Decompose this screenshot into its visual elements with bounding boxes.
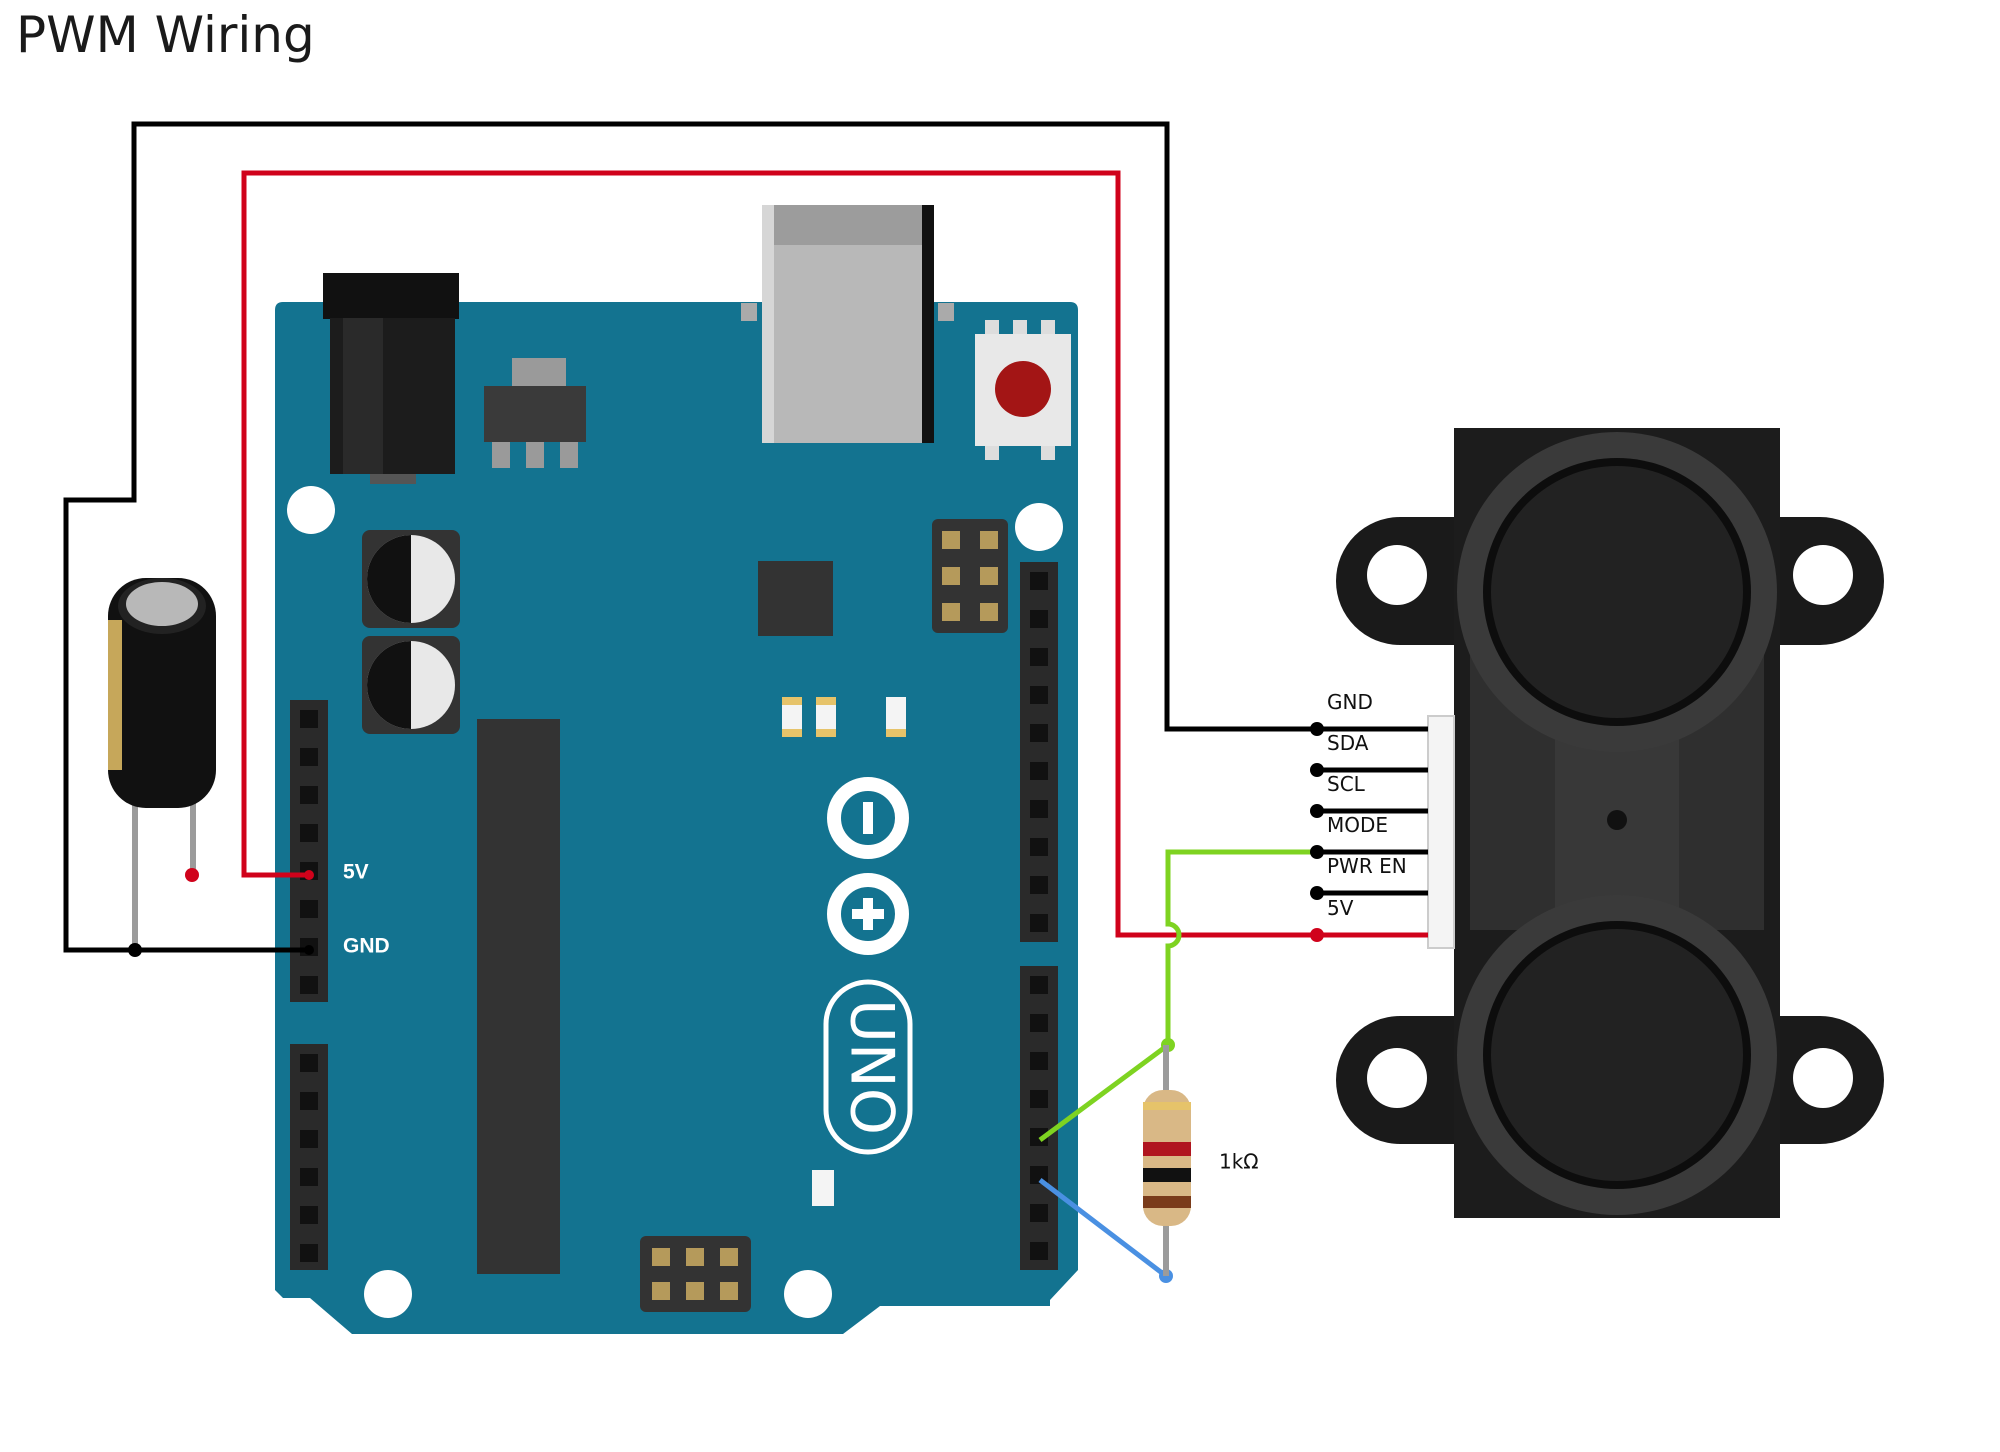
pin-5v-label: 5V <box>343 861 369 884</box>
arduino-logo <box>827 777 909 955</box>
icsp-header-top <box>932 519 1008 633</box>
power-wire <box>241 170 1317 938</box>
ground-wire <box>63 121 1317 953</box>
uno-label: UNO <box>836 999 906 1135</box>
digital-header-lower <box>1020 966 1058 1270</box>
analog-header <box>290 1044 328 1270</box>
voltage-regulator <box>484 358 586 468</box>
power-header <box>290 700 328 1002</box>
trigger-wire <box>1038 1178 1168 1278</box>
board-capacitor <box>362 636 460 734</box>
board-pcb <box>275 302 1078 1334</box>
dc-power-jack <box>323 273 459 484</box>
sensor-pin-mode-label: MODE <box>1327 813 1388 837</box>
mounting-hole <box>784 1270 832 1318</box>
sensor-pin-gnd-label: GND <box>1327 690 1373 714</box>
lidar-sensor <box>1336 428 1884 1218</box>
resistor: 1kΩ <box>1143 1045 1259 1276</box>
sensor-pin-pwr-en-label: PWR EN <box>1327 854 1407 878</box>
sensor-pin-scl-label: SCL <box>1327 772 1366 796</box>
mounting-hole <box>364 1270 412 1318</box>
board-capacitor <box>362 530 460 628</box>
uno-badge: UNO <box>823 979 913 1155</box>
sensor-pin-sda-label: SDA <box>1327 731 1369 755</box>
arduino-uno-board: UNO 5V GND <box>275 205 1078 1334</box>
mounting-hole <box>1015 503 1063 551</box>
usb-connector <box>741 205 954 443</box>
pin-gnd-label: GND <box>343 935 390 958</box>
resistor-label: 1kΩ <box>1219 1150 1259 1174</box>
mounting-hole <box>287 486 335 534</box>
icsp-header-bottom <box>640 1236 751 1312</box>
atmega-chip <box>477 719 560 1274</box>
page-title: PWM Wiring <box>16 6 315 64</box>
status-leds <box>782 697 906 1206</box>
mode-wire <box>1038 849 1317 1143</box>
sensor-pin-leads <box>1317 726 1428 896</box>
external-capacitor <box>108 578 216 950</box>
usb-chip <box>758 561 833 636</box>
reset-button <box>975 320 1071 460</box>
sensor-pin-5v-label: 5V <box>1327 896 1354 920</box>
digital-header-upper <box>1020 562 1058 942</box>
